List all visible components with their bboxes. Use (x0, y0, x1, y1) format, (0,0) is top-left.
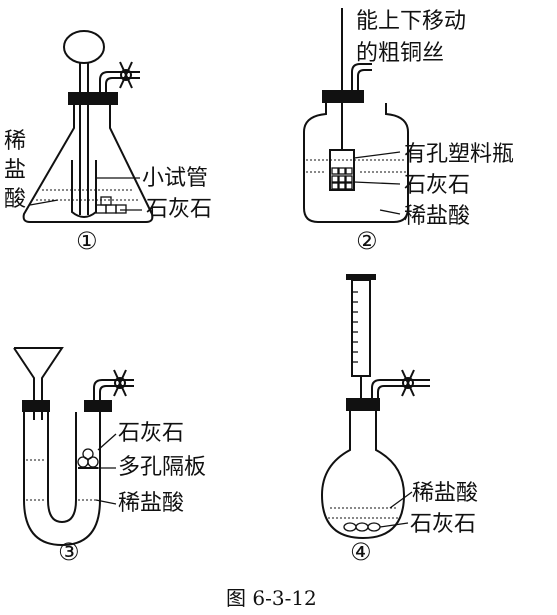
limestone-lumps-3 (77, 448, 99, 468)
label-wire-line1: 能上下移动 (356, 9, 466, 34)
label-stone-1: 石灰石 (146, 197, 212, 222)
label-stone-3: 石灰石 (118, 421, 184, 446)
limestone-lumps-2 (331, 167, 353, 190)
label-porous-plate: 多孔隔板 (118, 455, 206, 480)
figure-caption: 图 6-3-12 (226, 586, 317, 610)
small-test-tube (71, 160, 97, 218)
clamp-4 (402, 377, 414, 389)
stopper-2 (322, 90, 364, 103)
apparatus-2: 能上下移动 的粗铜丝 有孔塑料瓶 石灰石 稀盐酸 ② (303, 8, 514, 255)
limestone-lumps-1 (95, 196, 127, 214)
number-3: ③ (58, 538, 80, 566)
stopper-4 (346, 398, 380, 411)
conical-flask (22, 105, 154, 223)
stopper-3-left (22, 400, 50, 412)
clamp-3 (114, 377, 126, 389)
label-stone-4: 石灰石 (410, 512, 476, 537)
label-acid-3: 稀盐酸 (118, 491, 184, 516)
u-tube (23, 412, 101, 547)
label-acid-1-line3: 酸 (4, 187, 26, 212)
wide-bottle (303, 103, 409, 223)
apparatus-1: 稀 盐 酸 小试管 石灰石 ① (4, 30, 212, 255)
label-stone-2: 石灰石 (404, 173, 470, 198)
label-wire-line2: 的粗铜丝 (356, 41, 444, 66)
limestone-lumps-4 (343, 522, 381, 532)
apparatus-3: 石灰石 多孔隔板 稀盐酸 ③ (13, 347, 206, 566)
label-acid-1-line2: 盐 (4, 158, 26, 183)
label-plastic-bottle: 有孔塑料瓶 (404, 142, 514, 167)
perforated-plastic-bottle (329, 149, 355, 191)
syringe-plunger (346, 274, 376, 280)
stopper-1 (68, 92, 118, 105)
round-flask (320, 411, 406, 540)
stopper-3-right (84, 400, 112, 412)
clamp-1 (120, 69, 132, 81)
label-acid-1-line1: 稀 (4, 129, 26, 154)
number-2: ② (356, 227, 378, 255)
number-1: ① (76, 227, 98, 255)
label-acid-2: 稀盐酸 (404, 204, 470, 229)
funnel-bulb (63, 30, 105, 64)
number-4: ④ (350, 538, 372, 566)
apparatus-4: 稀盐酸 石灰石 ④ (320, 274, 478, 566)
label-small-tube: 小试管 (142, 166, 208, 191)
label-acid-4: 稀盐酸 (412, 481, 478, 506)
